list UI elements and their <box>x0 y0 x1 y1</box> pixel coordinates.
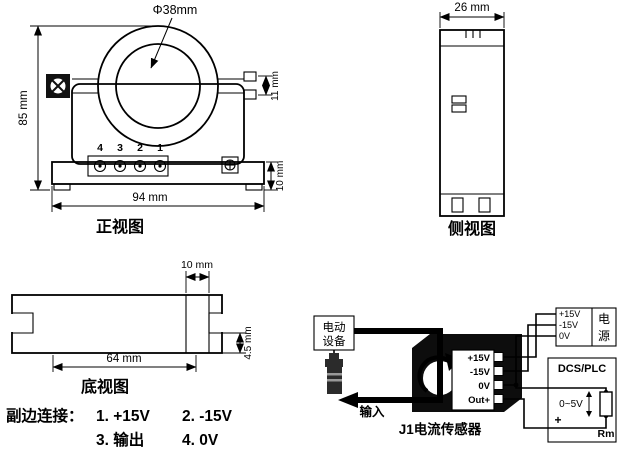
junction-dot <box>513 382 519 388</box>
input-label: 输入 <box>359 404 385 419</box>
diameter-leader-line <box>150 17 173 69</box>
power-name-char1: 电 <box>598 312 610 326</box>
terminal-pad <box>493 394 504 404</box>
secondary-item-3: 3. 输出 <box>96 430 144 449</box>
secondary-item-4: 4. 0V <box>182 432 219 449</box>
front-view: 4 3 2 1 Φ38mm 85 mm 94 mm 11 mm 10 mm 正视… <box>18 3 286 236</box>
pin-number: 1 <box>157 142 163 154</box>
left-slot-clear <box>10 314 33 332</box>
side-dim-label: 26 mm <box>454 2 489 14</box>
side-view: 26 mm 侧视图 <box>439 2 505 238</box>
power-name-char2: 源 <box>598 329 610 343</box>
side-foot-right <box>478 197 491 213</box>
terminal-label: -15V <box>470 367 491 378</box>
pin-hole <box>113 159 127 173</box>
power-row-label: -15V <box>559 320 578 330</box>
right-slot-clear <box>210 314 223 332</box>
wiring-title: J1电流传感器 <box>399 421 482 437</box>
secondary-item-2: 2. -15V <box>182 408 233 425</box>
rm-label: Rm <box>598 428 615 440</box>
power-row-label: 0V <box>559 331 570 341</box>
device-label-line1: 电动 <box>323 321 346 334</box>
plus-sign-label: + <box>554 413 561 427</box>
terminal-label: Out+ <box>468 395 490 406</box>
pin-dot <box>118 164 122 168</box>
power-row-label: +15V <box>559 309 580 319</box>
motor-stripe <box>327 379 342 382</box>
pin-connector <box>87 155 169 177</box>
terminal-label: 0V <box>478 381 490 392</box>
dim-diameter-label: Φ38mm <box>153 3 198 17</box>
motor-stripe <box>327 373 342 376</box>
dcs-plc-label: DCS/PLC <box>558 363 606 375</box>
dcs-plc-box <box>547 357 617 443</box>
bottom-body <box>11 294 223 354</box>
secondary-label: 副边连接： <box>6 406 84 425</box>
side-body <box>439 29 505 217</box>
screw-mount <box>221 156 239 174</box>
motor-icon <box>325 359 343 367</box>
side-detail-upper <box>451 95 467 104</box>
pin-dot <box>98 164 102 168</box>
pin-number: 4 <box>97 142 103 154</box>
rm-resistor <box>599 391 613 417</box>
bottom-view: 10 mm 4.5 mm 64 mm 底视图 <box>10 259 254 396</box>
voltage-arrow-down <box>586 411 592 417</box>
dim-tab-label: 11 mm <box>270 71 281 101</box>
mounting-base <box>51 161 265 185</box>
base-foot-right <box>245 183 263 191</box>
voltage-label: 0~5V <box>559 399 583 410</box>
pin-hole <box>153 159 167 173</box>
pin-hole <box>133 159 147 173</box>
sensor-body <box>71 83 245 165</box>
toroid-aperture <box>115 43 201 129</box>
wire-0v-branch <box>515 385 607 392</box>
dim-width-label: 94 mm <box>132 192 167 204</box>
pin-number: 2 <box>137 142 143 154</box>
wire-out-plus <box>503 398 607 429</box>
left-slot <box>12 312 34 334</box>
terminal-pad <box>493 366 504 376</box>
side-foot-left <box>451 197 464 213</box>
pin-number: 3 <box>117 142 123 154</box>
secondary-item-1: 1. +15V <box>96 408 151 425</box>
terminal-label: +15V <box>468 353 491 364</box>
current-direction-arrow <box>417 355 451 393</box>
device-label-line2: 设备 <box>323 334 346 348</box>
terminal-pad <box>493 380 504 390</box>
bottom-view-title: 底视图 <box>81 377 129 396</box>
pin-dot <box>138 164 142 168</box>
right-tab-upper <box>243 71 257 82</box>
right-slot <box>208 312 222 334</box>
bottom-length-dim-label: 64 mm <box>106 353 141 365</box>
dim-height-label: 85 mm <box>18 90 30 125</box>
pin-dot <box>158 164 162 168</box>
side-view-title: 侧视图 <box>448 219 496 238</box>
base-foot-left <box>53 183 71 191</box>
motor-icon <box>329 353 339 359</box>
right-tab-lower <box>243 89 257 100</box>
bottom-notch-dim-label: 4.5 mm <box>243 326 254 359</box>
side-detail-lower <box>451 104 467 113</box>
input-arrow-icon <box>338 392 358 408</box>
primary-conductor <box>354 328 443 403</box>
terminal-pad <box>493 352 504 362</box>
power-supply-box <box>555 307 617 347</box>
bottom-slot-dim-label: 10 mm <box>181 259 213 271</box>
bolt-cross-icon <box>51 79 65 93</box>
dim-base-label: 10 mm <box>275 161 286 192</box>
pin-hole <box>93 159 107 173</box>
voltage-arrow-up <box>586 391 592 397</box>
wiring-diagram: 电动 设备 输入 +15V -15V 0V Out+ <box>313 307 617 443</box>
secondary-connection: 副边连接： 1. +15V 2. -15V 3. 输出 4. 0V <box>6 406 233 449</box>
toroid-outer-ring <box>97 25 219 147</box>
wire-0v <box>503 335 556 386</box>
front-view-title: 正视图 <box>96 217 144 236</box>
